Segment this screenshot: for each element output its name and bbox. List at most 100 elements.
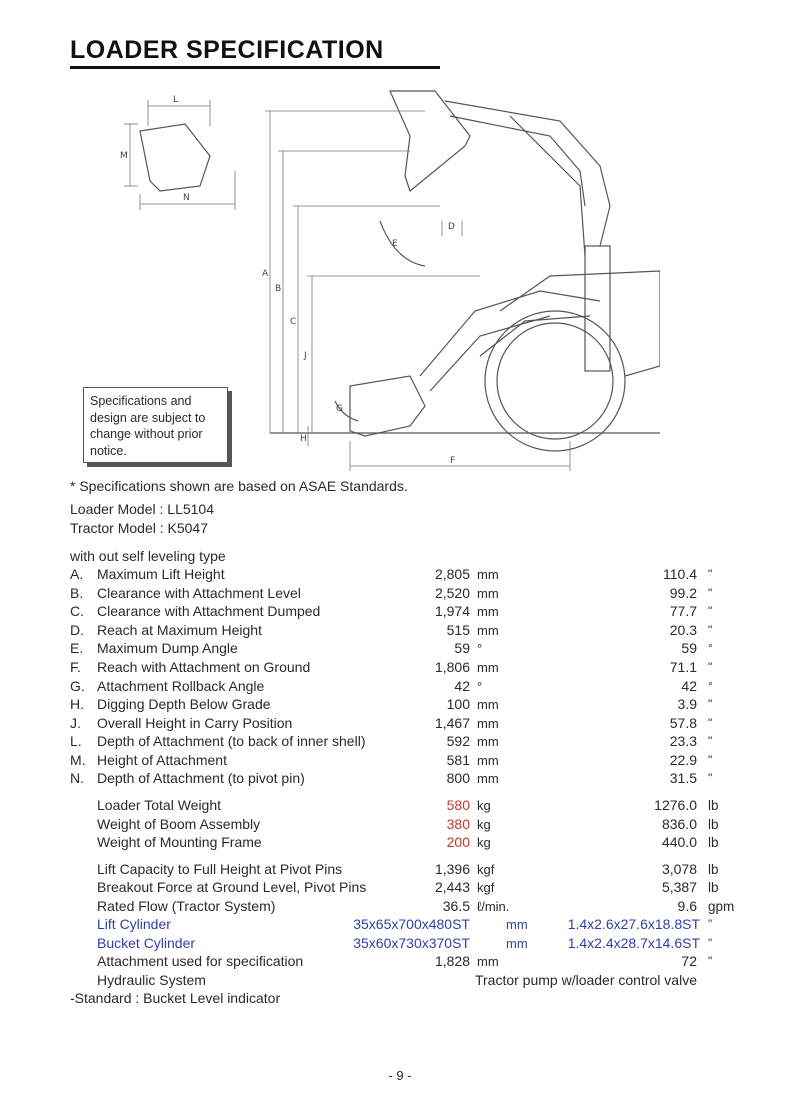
performance-imperial-unit: gpm	[708, 899, 735, 914]
performance-imperial: 72	[681, 953, 697, 969]
dump-angle-arc	[379, 220, 426, 267]
spec-label: Clearance with Attachment Level	[97, 585, 301, 601]
spec-letter: B.	[70, 585, 84, 601]
page-title: LOADER SPECIFICATION	[70, 36, 384, 64]
spec-metric: 2,520	[434, 585, 470, 601]
performance-metric-unit: ℓ/min.	[477, 899, 510, 914]
spec-metric-unit: mm	[477, 753, 499, 768]
spec-metric: 515	[446, 622, 470, 638]
spec-label: Clearance with Attachment Dumped	[97, 603, 321, 619]
spec-label: Maximum Lift Height	[97, 566, 225, 582]
spec-row: H. Digging Depth Below Grade 100 mm 3.9 …	[0, 695, 800, 714]
performance-imperial: 1.4x2.4x28.7x14.6ST	[567, 935, 700, 951]
spec-imperial-unit: °	[708, 679, 713, 693]
weight-imperial: 440.0	[661, 834, 697, 850]
spec-metric: 1,974	[434, 603, 470, 619]
weight-row: Loader Total Weight 580 kg 1276.0 lb	[0, 796, 800, 815]
performance-label: Breakout Force at Ground Level, Pivot Pi…	[97, 879, 367, 895]
label-D: D	[448, 222, 455, 232]
spec-metric: 1,467	[434, 715, 470, 731]
weight-metric: 380	[446, 816, 470, 832]
spec-label: Maximum Dump Angle	[97, 640, 238, 656]
asae-note: * Specifications shown are based on ASAE…	[70, 478, 408, 494]
spec-label: Depth of Attachment (to pivot pin)	[97, 770, 305, 786]
performance-label: Attachment used for specification	[97, 953, 304, 969]
spec-row: A. Maximum Lift Height 2,805 mm 110.4 "	[0, 565, 800, 584]
performance-metric: 36.5	[442, 898, 470, 914]
spec-metric: 592	[446, 733, 470, 749]
weight-row: Weight of Mounting Frame 200 kg 440.0 lb	[0, 833, 800, 852]
performance-label: Lift Cylinder	[97, 916, 171, 932]
rollback-angle-arc	[334, 400, 359, 422]
performance-label: Rated Flow (Tractor System)	[97, 898, 276, 914]
spec-letter: H.	[70, 696, 84, 712]
label-N: N	[183, 193, 190, 203]
spec-row: J. Overall Height in Carry Position 1,46…	[0, 714, 800, 733]
hydraulic-row: Hydraulic System Tractor pump w/loader c…	[0, 971, 800, 990]
spec-imperial-unit: "	[708, 697, 713, 711]
label-B: B	[275, 284, 281, 294]
performance-imperial: 5,387	[661, 879, 697, 895]
spec-label: Attachment Rollback Angle	[97, 678, 265, 694]
weight-metric-unit: kg	[477, 835, 491, 850]
label-C: C	[290, 317, 296, 327]
bucket-detail	[139, 123, 211, 192]
spec-letter: M.	[70, 752, 86, 768]
performance-imperial: 3,078	[661, 861, 697, 877]
spec-letter: F.	[70, 659, 81, 675]
performance-imperial-unit: "	[708, 936, 713, 950]
label-H: H	[300, 434, 307, 444]
raised-boom	[444, 100, 611, 247]
spec-metric-unit: mm	[477, 567, 499, 582]
spec-imperial-unit: "	[708, 753, 713, 767]
spec-label: Overall Height in Carry Position	[97, 715, 293, 731]
page-number: - 9 -	[388, 1068, 412, 1083]
performance-row: Breakout Force at Ground Level, Pivot Pi…	[0, 878, 800, 897]
weight-metric-unit: kg	[477, 798, 491, 813]
spec-imperial: 77.7	[669, 603, 697, 619]
spec-label: Digging Depth Below Grade	[97, 696, 271, 712]
performance-row: Bucket Cylinder 35x60x730x370ST mm 1.4x2…	[0, 934, 800, 953]
weight-imperial: 836.0	[661, 816, 697, 832]
spec-row: B. Clearance with Attachment Level 2,520…	[0, 584, 800, 603]
label-E: E	[392, 239, 398, 249]
spec-metric: 1,806	[434, 659, 470, 675]
performance-row: Rated Flow (Tractor System) 36.5 ℓ/min. …	[0, 897, 800, 916]
spec-letter: J.	[70, 715, 81, 731]
spec-imperial: 42	[681, 678, 697, 694]
performance-row: Lift Capacity to Full Height at Pivot Pi…	[0, 860, 800, 879]
spec-notice-box: Specifications and design are subject to…	[83, 387, 228, 463]
weight-metric: 580	[446, 797, 470, 813]
spec-imperial: 20.3	[669, 622, 697, 638]
spec-row: E. Maximum Dump Angle 59 ° 59 °	[0, 639, 800, 658]
weight-label: Weight of Mounting Frame	[97, 834, 262, 850]
spec-metric: 2,805	[434, 566, 470, 582]
spec-imperial: 110.4	[663, 566, 697, 582]
spec-metric: 581	[446, 752, 470, 768]
label-A: A	[262, 269, 269, 279]
performance-imperial-unit: "	[708, 917, 713, 931]
spec-row: F. Reach with Attachment on Ground 1,806…	[0, 658, 800, 677]
label-L: L	[173, 95, 178, 105]
performance-imperial-unit: "	[708, 954, 713, 968]
performance-metric: 35x60x730x370ST	[353, 935, 470, 951]
spec-imperial-unit: "	[708, 586, 713, 600]
spec-imperial-unit: "	[708, 734, 713, 748]
performance-imperial-unit: lb	[708, 862, 719, 877]
weight-imperial-unit: lb	[708, 798, 719, 813]
spec-imperial: 57.8	[669, 715, 697, 731]
spec-letter: E.	[70, 640, 84, 656]
loader-model: Loader Model : LL5104	[70, 501, 214, 517]
weight-row: Weight of Boom Assembly 380 kg 836.0 lb	[0, 815, 800, 834]
performance-label: Lift Capacity to Full Height at Pivot Pi…	[97, 861, 343, 877]
spec-metric-unit: mm	[477, 623, 499, 638]
spec-letter: N.	[70, 770, 84, 786]
spec-row: M. Height of Attachment 581 mm 22.9 "	[0, 751, 800, 770]
loader-diagram: L M N A B C J H D E G F	[120, 90, 660, 471]
performance-metric-unit: kgf	[477, 880, 495, 895]
spec-row: N. Depth of Attachment (to pivot pin) 80…	[0, 769, 800, 788]
performance-imperial-unit: lb	[708, 880, 719, 895]
spec-label: Reach with Attachment on Ground	[97, 659, 311, 675]
weight-metric: 200	[446, 834, 470, 850]
spec-imperial: 59	[681, 640, 697, 656]
